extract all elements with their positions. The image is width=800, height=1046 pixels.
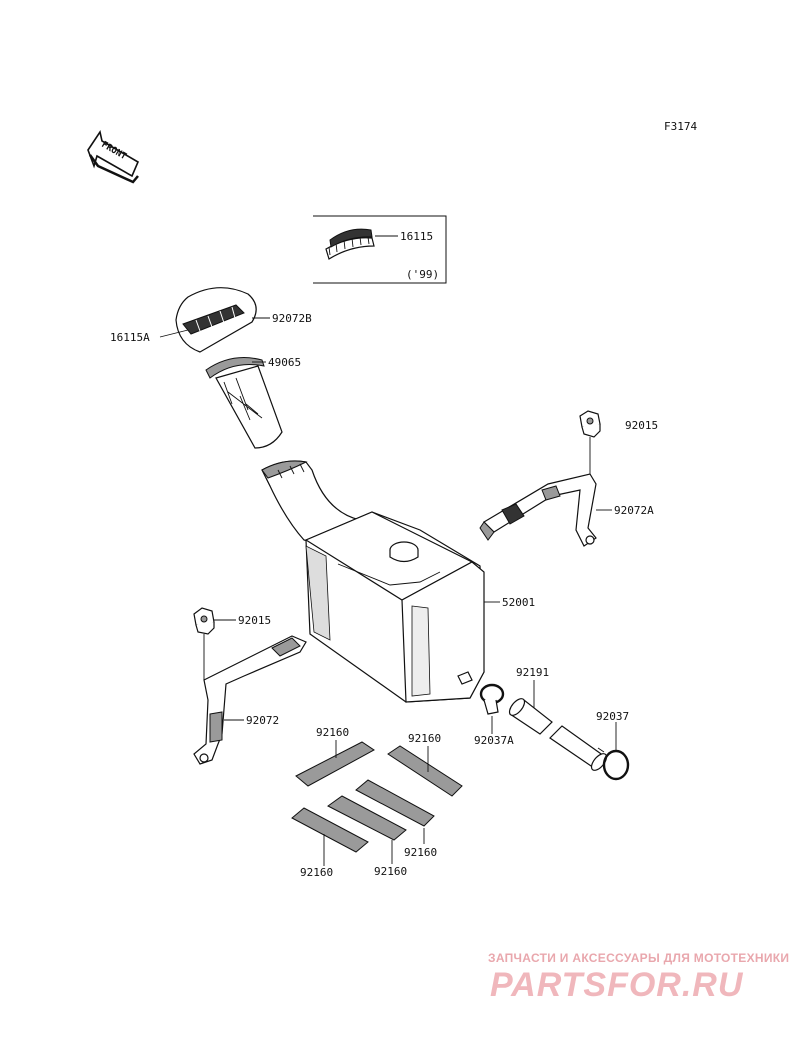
clamp-92037A-icon: [479, 683, 505, 715]
front-arrow-icon: FRONT: [87, 129, 140, 184]
label-92072B: 92072B: [272, 312, 312, 325]
clamp-92037-icon: [597, 747, 630, 781]
label-92160-e: 92160: [374, 865, 407, 878]
label-92072A: 92072A: [614, 504, 654, 517]
label-92037: 92037: [596, 710, 629, 723]
label-92160-a: 92160: [316, 726, 349, 739]
label-92037A: 92037A: [474, 734, 514, 747]
fuel-cap-icon: [175, 287, 257, 353]
label-52001: 52001: [502, 596, 535, 609]
label-92072: 92072: [246, 714, 279, 727]
inset-box: 16115 ('99): [313, 215, 447, 284]
pad-b-icon: [387, 745, 463, 797]
strap-right-icon: [479, 473, 597, 547]
label-92191: 92191: [516, 666, 549, 679]
watermark-brand: PARTSFOR.RU: [490, 966, 744, 1004]
strainer-icon: [205, 357, 283, 449]
pad-d-icon: [327, 795, 407, 841]
label-16115: 16115: [400, 230, 433, 243]
label-16115A: 16115A: [110, 331, 150, 344]
nut-left-icon: [193, 607, 215, 635]
pad-c-icon: [355, 779, 435, 827]
watermark-tagline: ЗАПЧАСТИ И АКСЕССУАРЫ ДЛЯ МОТОТЕХНИКИ: [488, 951, 789, 965]
fuel-tank-icon: [261, 460, 485, 703]
pad-a-icon: [295, 741, 375, 787]
figure-code: F3174: [664, 120, 697, 133]
fuel-cap-99-icon: [325, 228, 375, 260]
label-92160-d: 92160: [300, 866, 333, 879]
nut-right-icon: [579, 410, 601, 438]
label-92160-c: 92160: [404, 846, 437, 859]
pad-e-icon: [291, 807, 369, 853]
label-92015-left: 92015: [238, 614, 271, 627]
inset-note: ('99): [406, 268, 439, 281]
strap-left-icon: [193, 635, 307, 765]
hose-icon: [508, 698, 608, 771]
label-92160-b: 92160: [408, 732, 441, 745]
label-49065: 49065: [268, 356, 301, 369]
label-92015-right: 92015: [625, 419, 658, 432]
